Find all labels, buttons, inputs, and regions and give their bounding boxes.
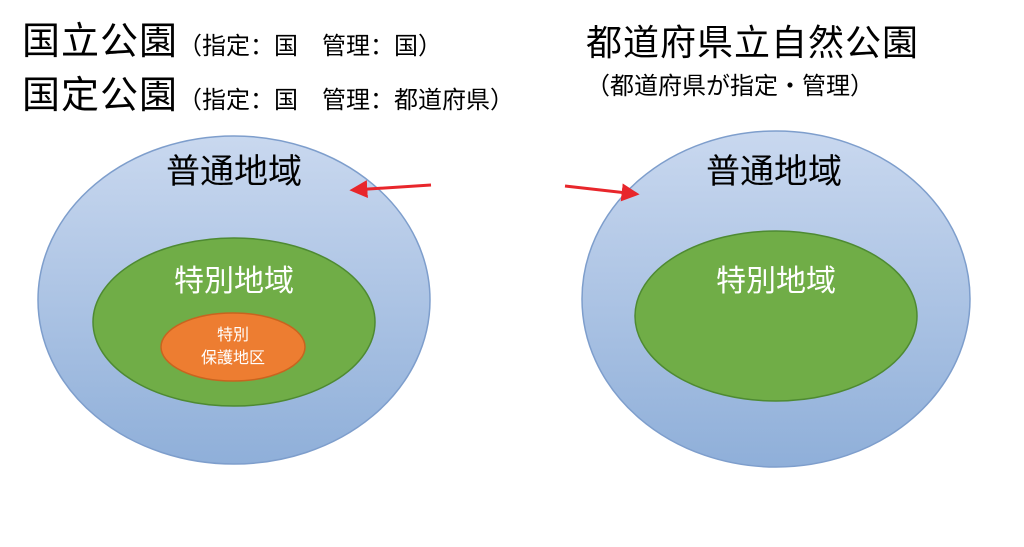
left-special-protection-label-line2: 保護地区 — [201, 348, 265, 367]
left-ordinary-zone-label: 普通地域 — [166, 152, 302, 192]
left-special-protection-area — [160, 312, 306, 382]
prefectural-park-title: 都道府県立自然公園 — [586, 26, 919, 62]
right-arrow — [564, 183, 640, 202]
quasi-national-park-title: 国定公園（指定：国 管理：都道府県） — [22, 76, 514, 114]
left-arrow — [349, 180, 432, 199]
right-special-zone — [634, 230, 918, 402]
national-park-name: 国立公園 — [22, 19, 179, 63]
right-special-zone-label: 特別地域 — [716, 264, 836, 299]
national-park-note: （指定：国 管理：国） — [178, 32, 443, 60]
left-special-zone-label: 特別地域 — [174, 264, 294, 299]
quasi-national-park-name: 国定公園 — [22, 73, 179, 117]
right-ordinary-zone-label: 普通地域 — [706, 152, 842, 192]
national-park-title: 国立公園（指定：国 管理：国） — [22, 22, 442, 60]
prefectural-park-name: 都道府県立自然公園 — [586, 23, 920, 64]
quasi-national-park-note: （指定：国 管理：都道府県） — [178, 86, 515, 114]
left-special-protection-label-line1: 特別 — [217, 325, 249, 344]
prefectural-park-note: （都道府県が指定・管理） — [586, 72, 874, 100]
prefectural-park-note-line: （都道府県が指定・管理） — [586, 74, 874, 98]
